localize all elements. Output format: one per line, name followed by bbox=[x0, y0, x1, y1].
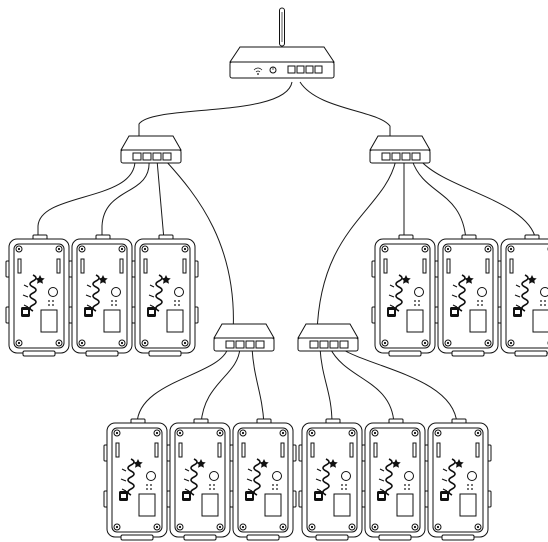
network-switch-icon bbox=[369, 135, 431, 164]
enclosure-device-icon bbox=[166, 418, 234, 541]
enclosure-device-icon bbox=[371, 234, 439, 357]
network-switch-icon bbox=[297, 323, 359, 352]
cable-router-to-switch-right bbox=[299, 81, 391, 148]
cable-switch-center-left-to-device-7 bbox=[136, 347, 229, 425]
cable-switch-center-right-to-device-11 bbox=[329, 347, 395, 425]
cable-switch-right-to-device-6 bbox=[419, 159, 537, 241]
enclosure-device-icon bbox=[103, 418, 171, 541]
cable-router-to-switch-left bbox=[138, 81, 293, 148]
enclosure-device-icon bbox=[131, 234, 199, 357]
enclosure-device-icon bbox=[298, 418, 366, 541]
cable-switch-right-to-switch-center-right bbox=[316, 159, 397, 335]
enclosure-device-icon bbox=[434, 234, 502, 357]
wifi-router-icon bbox=[229, 7, 335, 79]
cable-switch-left-to-device-2 bbox=[101, 159, 150, 240]
cable-switch-left-to-switch-center-left bbox=[164, 159, 234, 335]
network-switch-icon bbox=[213, 323, 275, 352]
enclosure-device-icon bbox=[229, 418, 297, 541]
enclosure-device-icon bbox=[68, 234, 136, 357]
enclosure-device-icon bbox=[497, 234, 548, 357]
cable-switch-center-right-to-device-12 bbox=[339, 347, 458, 425]
nodes-layer bbox=[5, 7, 548, 541]
network-switch-icon bbox=[120, 135, 182, 164]
cable-switch-left-to-device-1 bbox=[37, 159, 136, 240]
cable-switch-center-left-to-device-8 bbox=[200, 347, 241, 425]
cable-switch-right-to-device-5 bbox=[411, 159, 467, 241]
cable-switch-center-left-to-device-9 bbox=[251, 347, 265, 425]
cable-switch-center-right-to-device-10 bbox=[319, 347, 333, 425]
enclosure-device-icon bbox=[424, 418, 492, 541]
enclosure-device-icon bbox=[5, 234, 73, 357]
cable-switch-left-to-device-3 bbox=[156, 159, 165, 241]
cables-layer bbox=[37, 81, 537, 425]
enclosure-device-icon bbox=[361, 418, 429, 541]
